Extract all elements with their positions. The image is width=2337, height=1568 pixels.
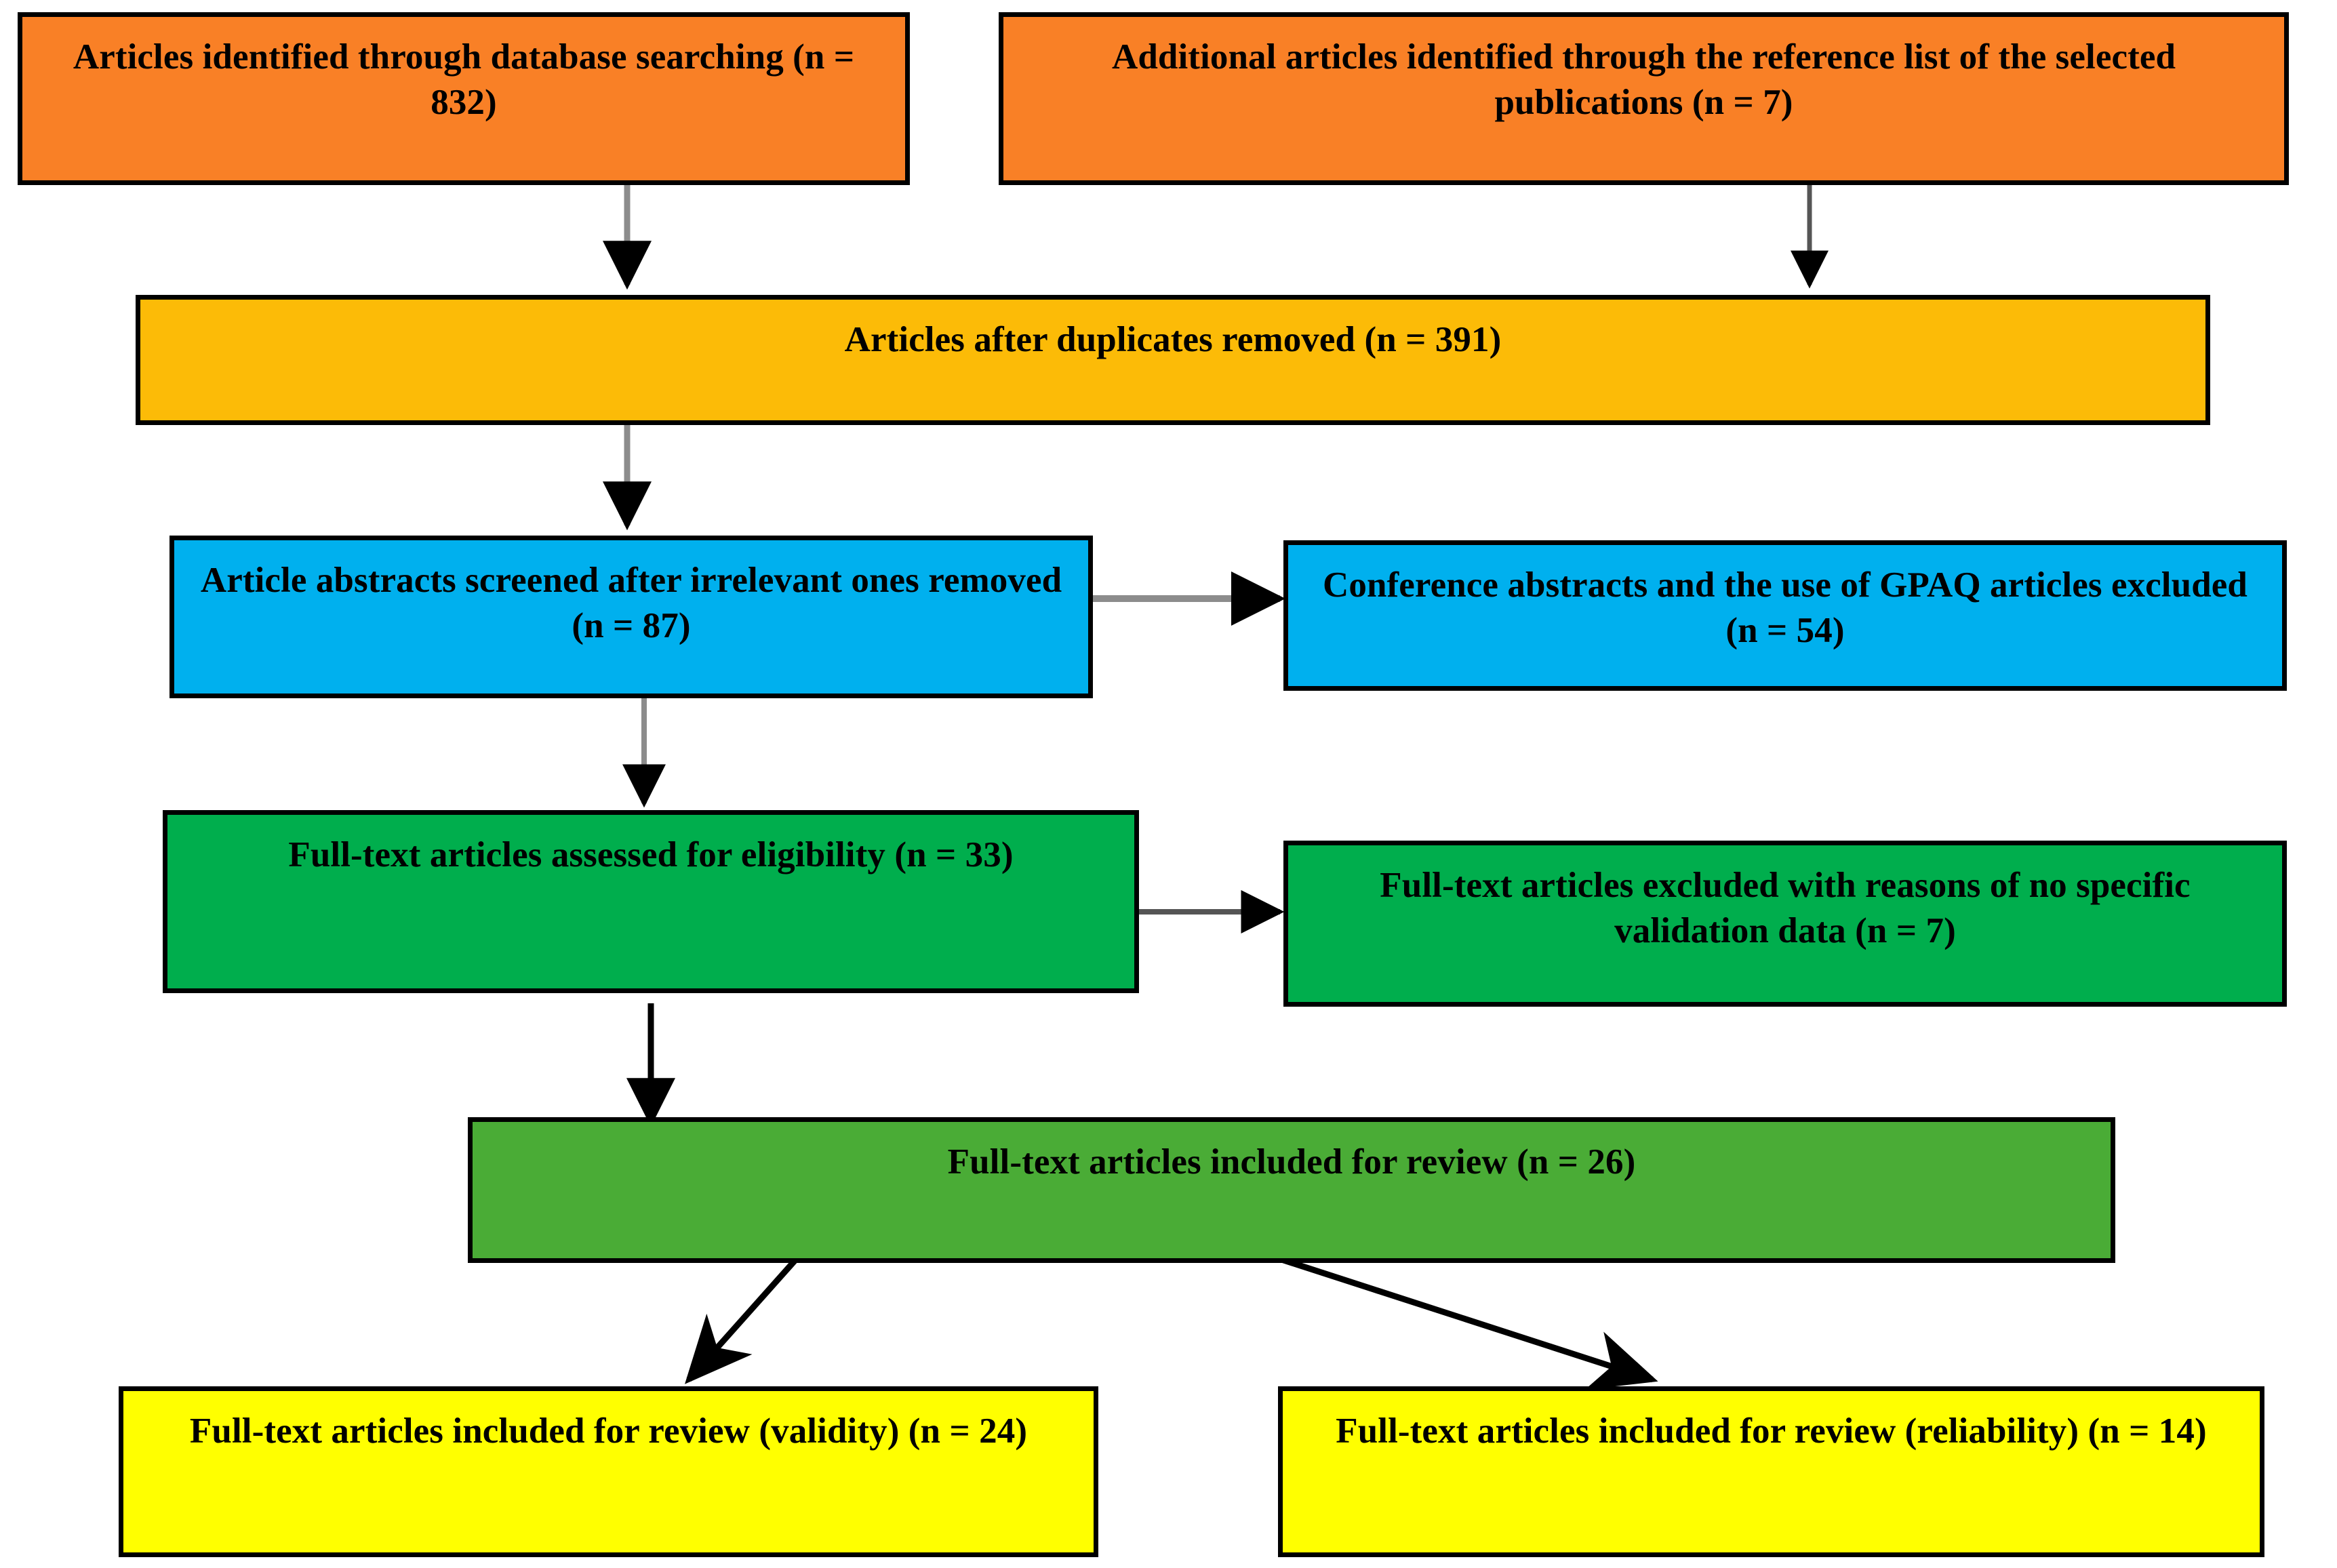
node-after-duplicates[interactable]: Articles after duplicates removed (n = 3…: [136, 295, 2210, 425]
node-included-validity-label: Full-text articles included for review (…: [189, 1411, 1028, 1451]
node-fulltext-excluded-label: Full-text articles excluded with reasons…: [1380, 866, 2191, 950]
node-identified-reference-list[interactable]: Additional articles identified through t…: [999, 12, 2289, 185]
node-fulltext-included[interactable]: Full-text articles included for review (…: [468, 1117, 2115, 1263]
node-identified-reference-list-label: Additional articles identified through t…: [1111, 37, 2176, 122]
node-abstracts-screened-label: Article abstracts screened after irrelev…: [200, 561, 1062, 645]
node-fulltext-assessed[interactable]: Full-text articles assessed for eligibil…: [163, 810, 1139, 993]
edge-fulltext-included-to-included-reliability: [1274, 1254, 1658, 1390]
node-included-validity[interactable]: Full-text articles included for review (…: [119, 1386, 1098, 1557]
node-fulltext-excluded[interactable]: Full-text articles excluded with reasons…: [1283, 841, 2287, 1007]
node-identified-database[interactable]: Articles identified through database sea…: [18, 12, 910, 185]
node-abstracts-screened[interactable]: Article abstracts screened after irrelev…: [169, 536, 1093, 698]
node-fulltext-included-label: Full-text articles included for review (…: [947, 1142, 1636, 1182]
node-included-reliability-label: Full-text articles included for review (…: [1336, 1411, 2207, 1451]
node-fulltext-assessed-label: Full-text articles assessed for eligibil…: [288, 835, 1014, 875]
node-identified-database-label: Articles identified through database sea…: [73, 37, 855, 122]
edge-fulltext-included-to-included-validity: [685, 1259, 797, 1384]
node-abstracts-excluded-label: Conference abstracts and the use of GPAQ…: [1323, 565, 2248, 650]
node-after-duplicates-label: Articles after duplicates removed (n = 3…: [844, 320, 1502, 359]
node-included-reliability[interactable]: Full-text articles included for review (…: [1278, 1386, 2264, 1557]
node-abstracts-excluded[interactable]: Conference abstracts and the use of GPAQ…: [1283, 540, 2287, 691]
